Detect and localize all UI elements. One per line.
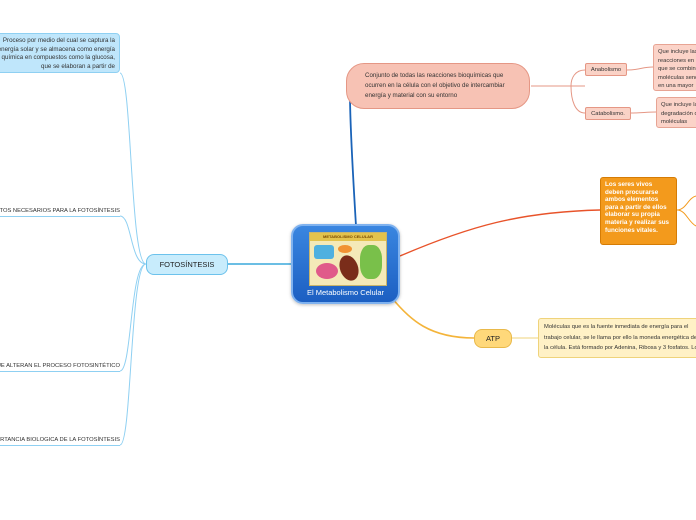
link-fotosintesis-importancia bbox=[119, 263, 147, 446]
anabolismo-desc-node[interactable]: Que incluye las reacciones en las que se… bbox=[653, 44, 696, 91]
fotosintesis-topic[interactable]: FOTOSÍNTESIS bbox=[146, 254, 228, 275]
link-fotosintesis-intro bbox=[119, 72, 147, 265]
metabolism-definition-text: Conjunto de todas las reacciones bioquím… bbox=[365, 72, 505, 99]
subtopic-factores[interactable]: FACTORES QUE ALTERAN EL PROCESO FOTOSINT… bbox=[0, 361, 120, 372]
fotosintesis-intro-text: Proceso por medio del cual se captura la… bbox=[0, 37, 115, 70]
central-label: El Metabolismo Celular bbox=[306, 288, 385, 297]
metabolism-definition-node[interactable]: Conjunto de todas las reacciones bioquím… bbox=[346, 63, 530, 109]
catabolismo-desc-text: Que incluye la degradación de moléculas … bbox=[661, 102, 696, 126]
image-title: METABOLISMO CELULAR bbox=[310, 233, 386, 241]
link-conjunto-catabolismo bbox=[570, 85, 586, 114]
link-central-atp bbox=[391, 297, 475, 339]
atp-desc-text: Moléculas que es la fuente inmediata de … bbox=[544, 324, 696, 356]
subtopic-elementos[interactable]: ELEMENTOS NECESARIOS PARA LA FOTOSÍNTESI… bbox=[0, 206, 120, 217]
catabolismo-desc-node[interactable]: Que incluye la degradación de moléculas … bbox=[656, 97, 696, 128]
central-node[interactable]: METABOLISMO CELULAR El Metabolismo Celul… bbox=[291, 224, 400, 304]
catabolismo-node[interactable]: Catabolismo. bbox=[585, 107, 631, 120]
link-catabolismo-desc bbox=[630, 111, 657, 114]
link-fotosintesis-factores bbox=[119, 263, 147, 372]
catabolismo-label: Catabolismo. bbox=[591, 111, 625, 117]
link-fotosintesis-elementos bbox=[119, 215, 147, 265]
link-central-conjunto bbox=[349, 94, 357, 227]
link-central-orange bbox=[399, 209, 601, 257]
fotosintesis-intro-node[interactable]: Proceso por medio del cual se captura la… bbox=[0, 33, 120, 73]
living-beings-text: Los seres vivos deben procurarse ambos e… bbox=[605, 181, 670, 234]
link-conjunto-anabolismo bbox=[531, 69, 586, 87]
link-anabolismo-desc bbox=[626, 66, 654, 71]
anabolismo-label: Anabolismo bbox=[590, 67, 622, 73]
atp-desc-node[interactable]: Moléculas que es la fuente inmediata de … bbox=[538, 318, 696, 358]
anabolismo-node[interactable]: Anabolismo bbox=[585, 63, 627, 76]
subtopic-importancia[interactable]: IMPORTANCIA BIOLOGICA DE LA FOTOSÍNTESIS bbox=[0, 435, 120, 446]
anabolismo-desc-text: Que incluye las reacciones en las que se… bbox=[658, 49, 696, 90]
metabolism-cover-image: METABOLISMO CELULAR bbox=[309, 232, 387, 286]
atp-topic[interactable]: ATP bbox=[474, 329, 512, 348]
living-beings-node[interactable]: Los seres vivos deben procurarse ambos e… bbox=[600, 177, 677, 245]
